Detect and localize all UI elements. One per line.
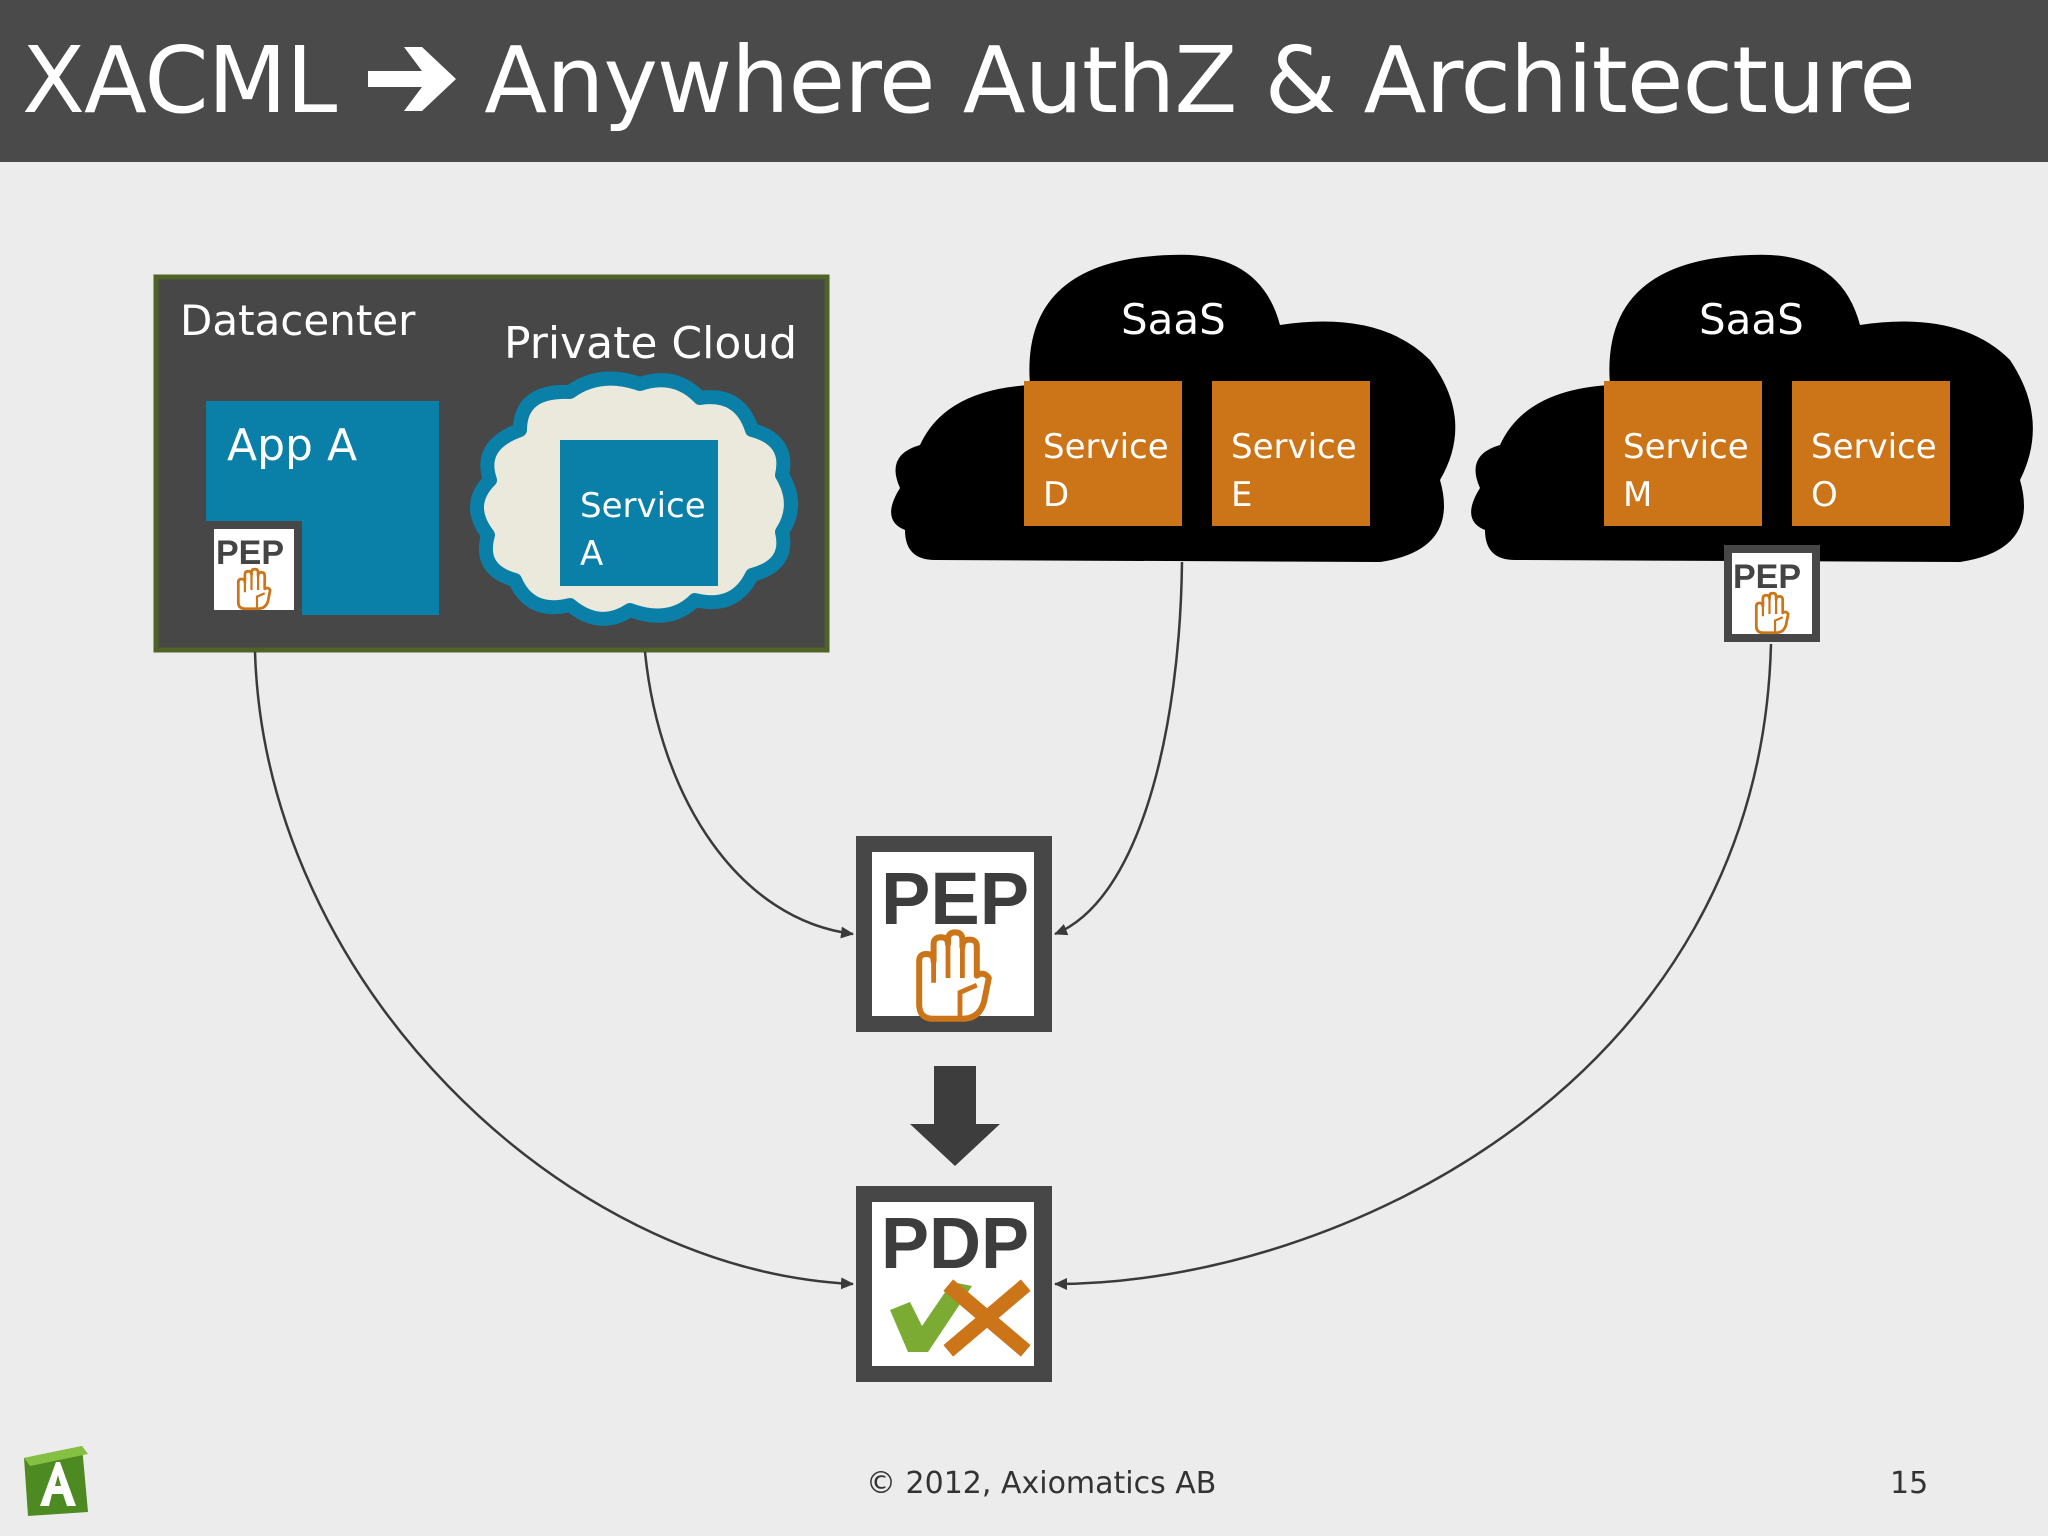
service-o-line2: O	[1811, 475, 1838, 515]
connector-saas1-to-pep	[1054, 561, 1184, 936]
service-m-line1: Service	[1623, 427, 1749, 467]
central-pdp-label: PDP	[881, 1204, 1029, 1284]
title-left: XACML	[22, 27, 337, 134]
datacenter-pep-badge: PEP	[206, 521, 302, 615]
service-e-line2: E	[1231, 475, 1252, 515]
page-number: 15	[1890, 1466, 1929, 1501]
saas-1-label: SaaS	[1121, 295, 1226, 344]
service-d-line2: D	[1043, 475, 1069, 515]
service-m-box: Service M	[1604, 381, 1762, 526]
saas-2-label: SaaS	[1699, 295, 1804, 344]
saas-pep-label: PEP	[1733, 558, 1801, 596]
footer-copyright: © 2012, Axiomatics AB	[866, 1466, 1217, 1501]
service-a-line2: A	[580, 534, 603, 574]
private-cloud: Private Cloud Service A	[470, 318, 798, 626]
service-a-line1: Service	[580, 486, 706, 526]
axiomatics-logo-icon	[24, 1446, 88, 1516]
title-bar: XACML Anywhere AuthZ & Architecture	[0, 0, 2048, 162]
saas-cloud-2: SaaS Service M Service O PEP	[1471, 254, 2033, 642]
connectors	[253, 561, 1773, 1290]
connector-private-cloud-to-pep	[643, 651, 854, 939]
cross-icon	[943, 1279, 1031, 1357]
central-pep-label: PEP	[881, 857, 1029, 940]
connector-saas2-to-pdp	[1054, 643, 1773, 1290]
check-icon	[890, 1282, 972, 1352]
private-cloud-label: Private Cloud	[504, 318, 797, 369]
service-a-box: Service A	[560, 440, 718, 586]
datacenter-label: Datacenter	[180, 296, 416, 345]
service-o-box: Service O	[1792, 381, 1950, 526]
service-e-box: Service E	[1212, 381, 1370, 526]
saas-cloud-1: SaaS Service D Service E	[891, 254, 1456, 562]
service-m-line2: M	[1623, 475, 1652, 515]
arrow-right-icon	[368, 46, 457, 111]
central-pdp: PDP	[856, 1186, 1052, 1382]
datacenter-pep-label: PEP	[216, 534, 284, 572]
slide-title: XACML Anywhere AuthZ & Architecture	[22, 26, 1916, 136]
central-pep: PEP	[856, 836, 1052, 1032]
service-d-box: Service D	[1024, 381, 1182, 526]
down-arrow-icon	[910, 1066, 1000, 1166]
service-o-line1: Service	[1811, 427, 1937, 467]
saas-pep-badge: PEP	[1724, 545, 1820, 642]
service-e-line1: Service	[1231, 427, 1357, 467]
app-a-label: App A	[227, 420, 357, 471]
service-d-line1: Service	[1043, 427, 1169, 467]
title-right: Anywhere AuthZ & Architecture	[484, 27, 1916, 134]
connector-datacenter-to-pdp	[253, 651, 854, 1290]
